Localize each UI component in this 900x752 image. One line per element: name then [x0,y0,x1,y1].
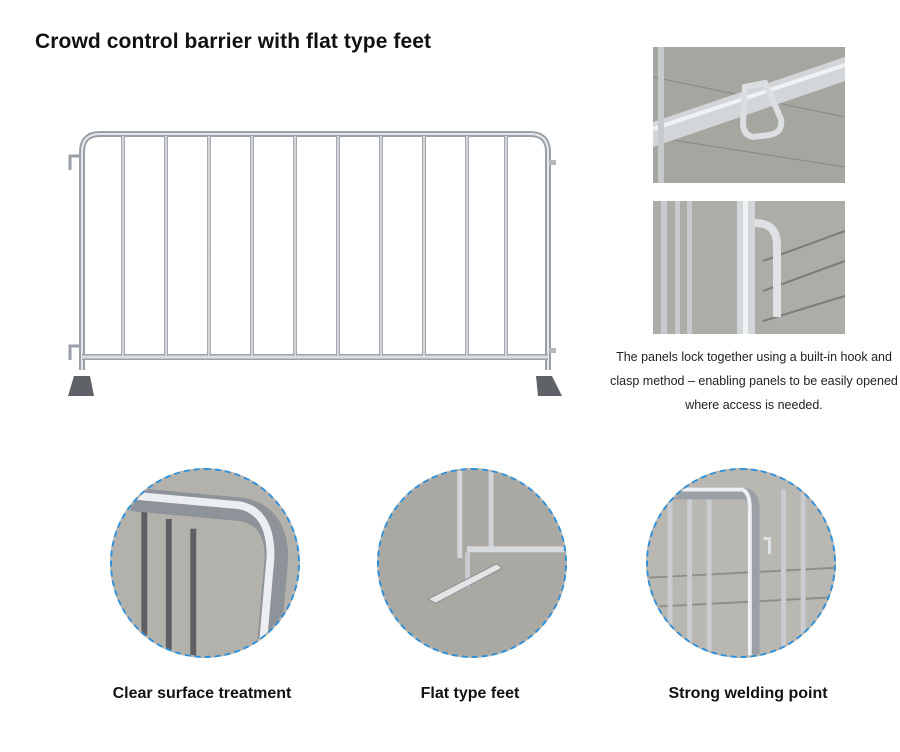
flat-foot-icon [379,470,565,656]
hook-upright-icon [653,201,845,334]
hook-clasp-icon [653,47,845,183]
feature-label-surface: Clear surface treatment [112,685,292,702]
flat-feet-photo [377,468,567,658]
barrier-drawing [68,131,562,396]
welded-joint-icon [648,470,834,656]
hook-upright-photo [653,201,845,334]
hook-clasp-caption: The panels lock together using a built-i… [610,350,898,412]
page-title: Crowd control barrier with flat type fee… [35,30,432,53]
barrier-illustration [60,120,570,410]
hook-clasp-photo [653,47,845,183]
feature-label-feet: Flat type feet [420,685,520,702]
feature-label-welding: Strong welding point [668,685,828,702]
rounded-corner-tube-icon [112,470,298,656]
surface-treatment-photo [110,468,300,658]
welding-point-photo [646,468,836,658]
